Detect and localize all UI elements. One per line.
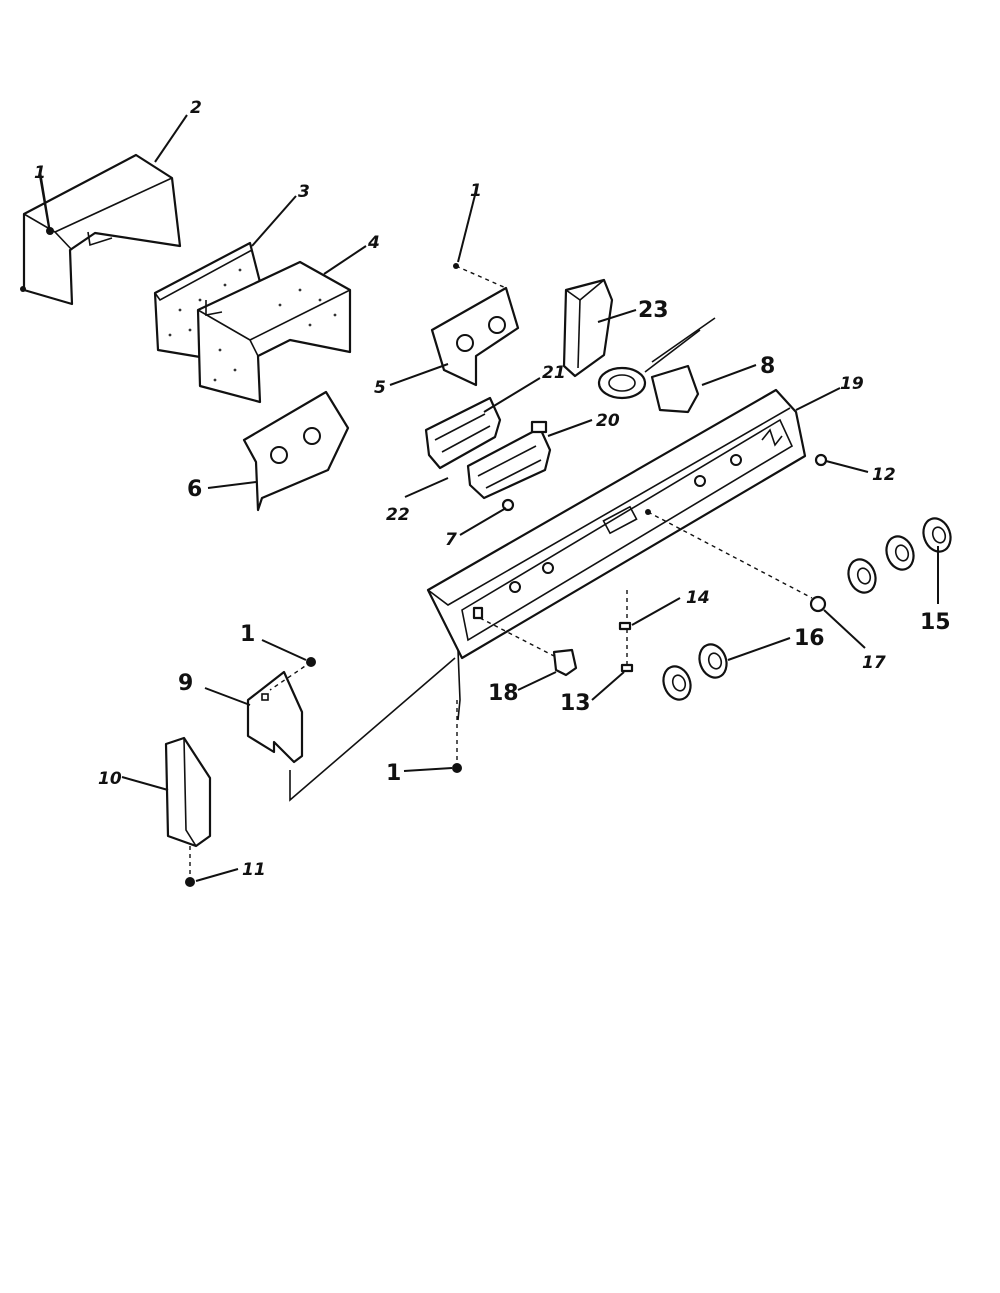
part-18-light (479, 617, 578, 677)
callout-10: 10 (98, 769, 122, 789)
callout-14: 14 (686, 588, 710, 608)
knobs (662, 517, 952, 701)
callout-5: 5 (374, 378, 386, 398)
callout-6: 6 (187, 477, 202, 502)
callout-13: 13 (560, 691, 591, 716)
callout-7: 7 (445, 530, 457, 550)
callout-15: 15 (920, 610, 951, 635)
callout-1-bracket: 1 (470, 181, 482, 201)
part-10-end-cap (164, 736, 212, 878)
callout-8: 8 (760, 354, 775, 379)
callout-1-left: 1 (240, 622, 255, 647)
part-4-insulation (196, 260, 352, 404)
callout-21: 21 (542, 363, 566, 383)
leader-lines (39, 114, 939, 882)
callout-23: 23 (638, 298, 669, 323)
part-23-bracket (562, 278, 614, 378)
callout-20: 20 (596, 411, 620, 431)
part-5-bracket (430, 263, 520, 387)
callout-labels: 1 2 3 4 1 23 5 21 8 19 20 6 12 22 7 14 1… (34, 98, 951, 880)
callout-17: 17 (862, 653, 886, 673)
part-21-switch (424, 396, 502, 470)
part-20-switch-plate (466, 420, 552, 500)
callout-2: 2 (190, 98, 202, 118)
callout-19: 19 (840, 374, 864, 394)
callout-11: 11 (242, 860, 266, 880)
part-19-control-panel (426, 388, 807, 721)
part-8-switch (597, 317, 716, 414)
callout-4: 4 (367, 233, 380, 253)
callout-18: 18 (488, 681, 519, 706)
callout-16: 16 (794, 626, 825, 651)
callout-22: 22 (386, 505, 410, 525)
fasteners (185, 453, 828, 887)
callout-12: 12 (872, 465, 896, 485)
callout-1-bottom: 1 (386, 761, 401, 786)
part-6-bracket (242, 390, 350, 512)
callout-1-top-left: 1 (34, 163, 46, 183)
part-9-end-bracket (246, 657, 456, 802)
callout-3: 3 (298, 182, 310, 202)
part-2-cover (20, 153, 182, 306)
callout-9: 9 (178, 671, 193, 696)
